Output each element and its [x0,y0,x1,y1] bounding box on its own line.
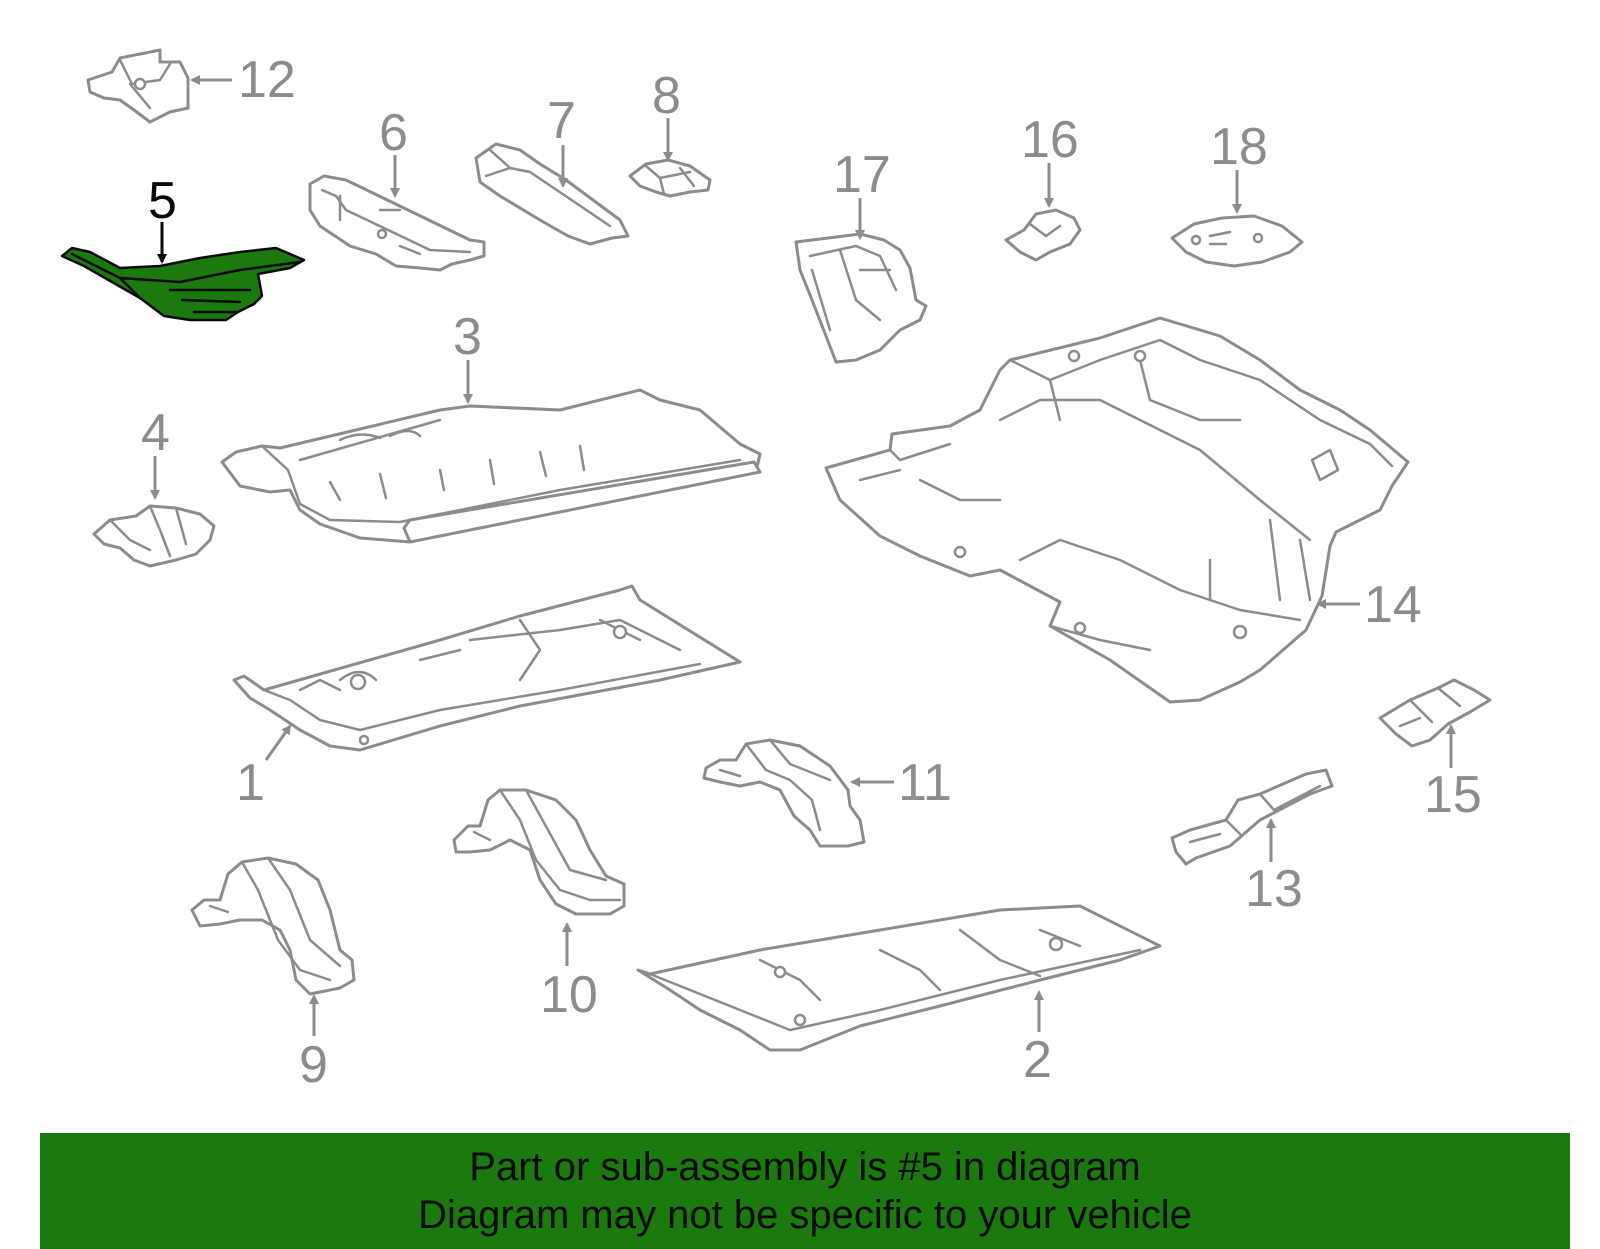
callout-18: 18 [1210,118,1268,176]
part-14 [824,316,1410,704]
callout-5: 5 [148,172,177,230]
callout-16: 16 [1021,111,1079,169]
callout-8: 8 [652,67,681,125]
part-12 [86,48,190,124]
part-15 [1378,678,1492,748]
callout-13: 13 [1245,860,1303,918]
callout-15: 15 [1424,766,1482,824]
callout-7: 7 [547,92,576,150]
leader-1 [264,724,292,761]
part-3 [220,388,762,544]
part-18 [1170,214,1304,268]
part-5 [60,246,306,322]
callout-1: 1 [236,754,265,812]
callout-14: 14 [1364,576,1422,634]
part-2 [636,904,1162,1052]
callout-10: 10 [540,966,598,1024]
part-7 [474,142,630,246]
part-6 [308,174,486,272]
callout-2: 2 [1023,1031,1052,1089]
callout-11: 11 [898,754,952,812]
callout-9: 9 [299,1036,328,1094]
leader-lines [150,75,1456,1036]
callout-6: 6 [379,104,408,162]
callout-17: 17 [833,146,891,204]
part-13 [1170,768,1334,866]
callout-3: 3 [453,308,482,366]
banner-line-part-number: Part or sub-assembly is #5 in diagram [469,1145,1141,1189]
part-16 [1004,208,1082,262]
callout-12: 12 [238,51,296,109]
part-11 [702,738,866,848]
part-1 [232,584,742,752]
part-8 [628,158,712,198]
callout-4: 4 [141,404,170,462]
info-banner: Part or sub-assembly is #5 in diagram Di… [40,1133,1570,1249]
part-9 [190,856,356,996]
part-17 [794,232,928,364]
part-10 [452,788,626,916]
banner-line-disclaimer: Diagram may not be specific to your vehi… [418,1193,1192,1237]
callout-labels: 12 5 6 7 8 3 4 17 16 18 14 1 11 15 13 10… [141,51,1482,1094]
part-4 [92,504,216,568]
